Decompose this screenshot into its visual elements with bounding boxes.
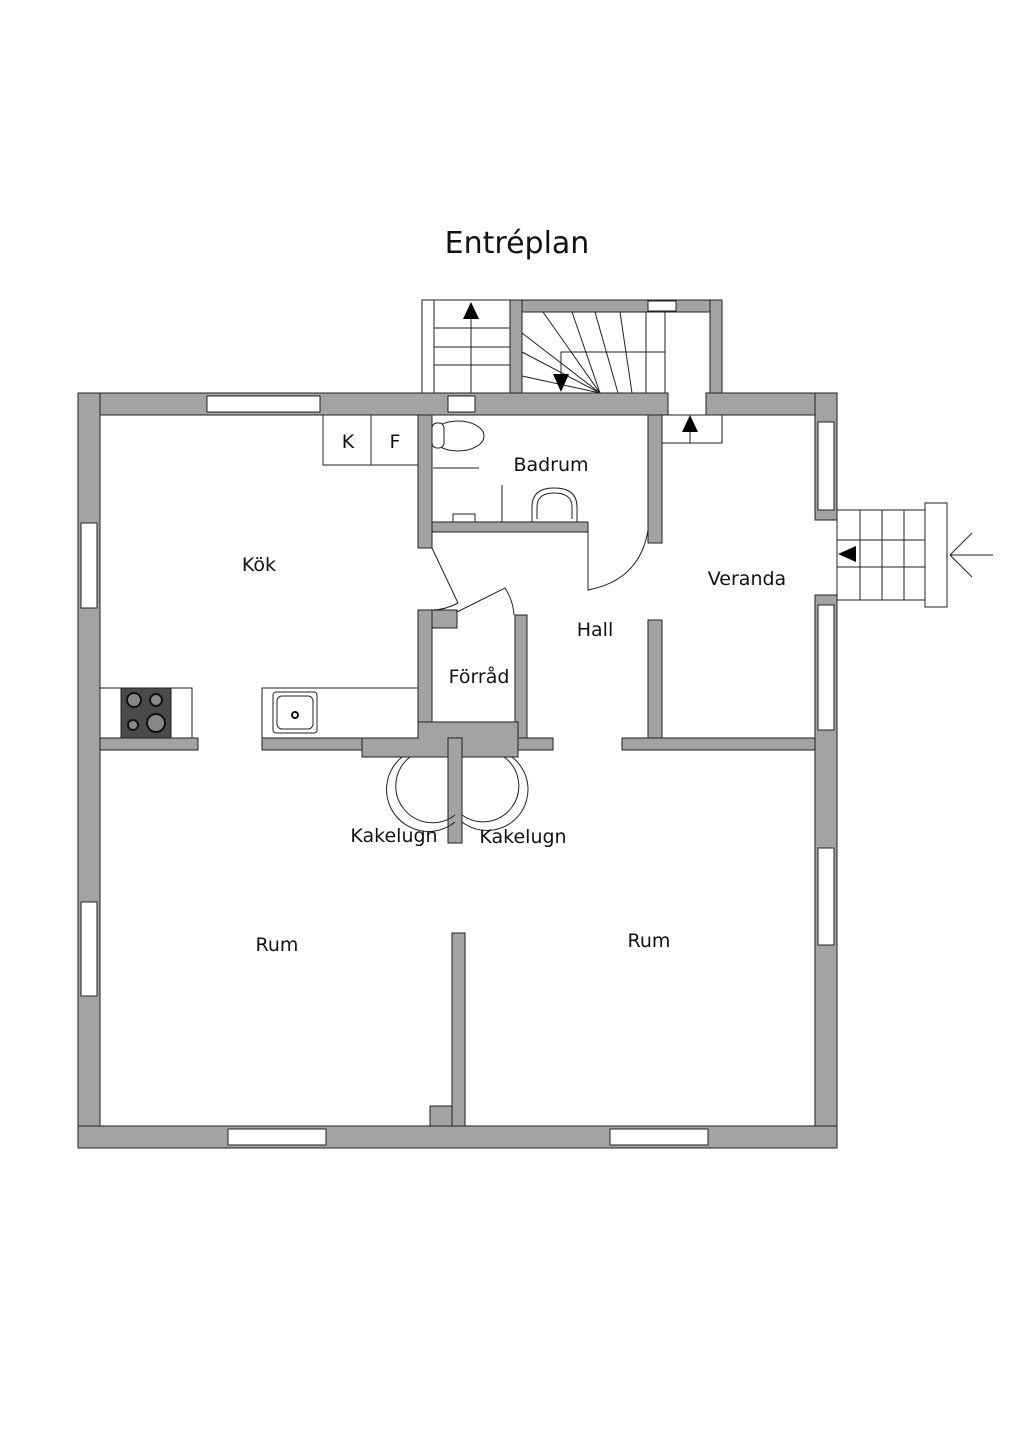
room-label-rum-left: Rum: [256, 934, 299, 956]
faucet-icon: [452, 513, 476, 523]
entrance-arrow-icon: [949, 532, 993, 578]
window: [817, 847, 835, 946]
window: [447, 395, 476, 413]
window: [227, 1128, 327, 1146]
room-label-hall: Hall: [577, 619, 614, 641]
window: [647, 300, 677, 312]
entrance-steps: [836, 502, 993, 608]
label-kakelugn-right: Kakelugn: [479, 826, 566, 848]
window: [206, 395, 321, 413]
room-label-veranda: Veranda: [708, 568, 786, 590]
tiled-stoves: [386, 756, 529, 832]
arrow-down-icon: [553, 374, 569, 392]
kitchen: K F: [99, 414, 419, 739]
label-kakelugn-left: Kakelugn: [350, 825, 437, 847]
bathroom: [431, 420, 578, 523]
room-label-kok: Kök: [242, 554, 276, 576]
landing-step: [661, 414, 723, 444]
window: [80, 522, 98, 609]
freezer-label: F: [390, 431, 401, 453]
fridge-label: K: [342, 431, 355, 453]
room-label-badrum: Badrum: [513, 454, 588, 476]
room-label-forrad: Förråd: [449, 665, 510, 688]
arrow-up-icon: [682, 415, 698, 432]
window: [817, 604, 835, 731]
arrow-left-icon: [838, 546, 856, 562]
stair-winding: [509, 299, 723, 396]
doors: [431, 529, 649, 616]
room-label-rum-right: Rum: [628, 930, 671, 952]
stair-up-left: [421, 299, 521, 394]
window: [817, 421, 835, 511]
window: [80, 901, 98, 997]
washbasin-icon: [531, 487, 578, 523]
window: [609, 1128, 709, 1146]
arrow-up-icon: [463, 302, 479, 319]
plan-title: Entréplan: [445, 226, 590, 261]
